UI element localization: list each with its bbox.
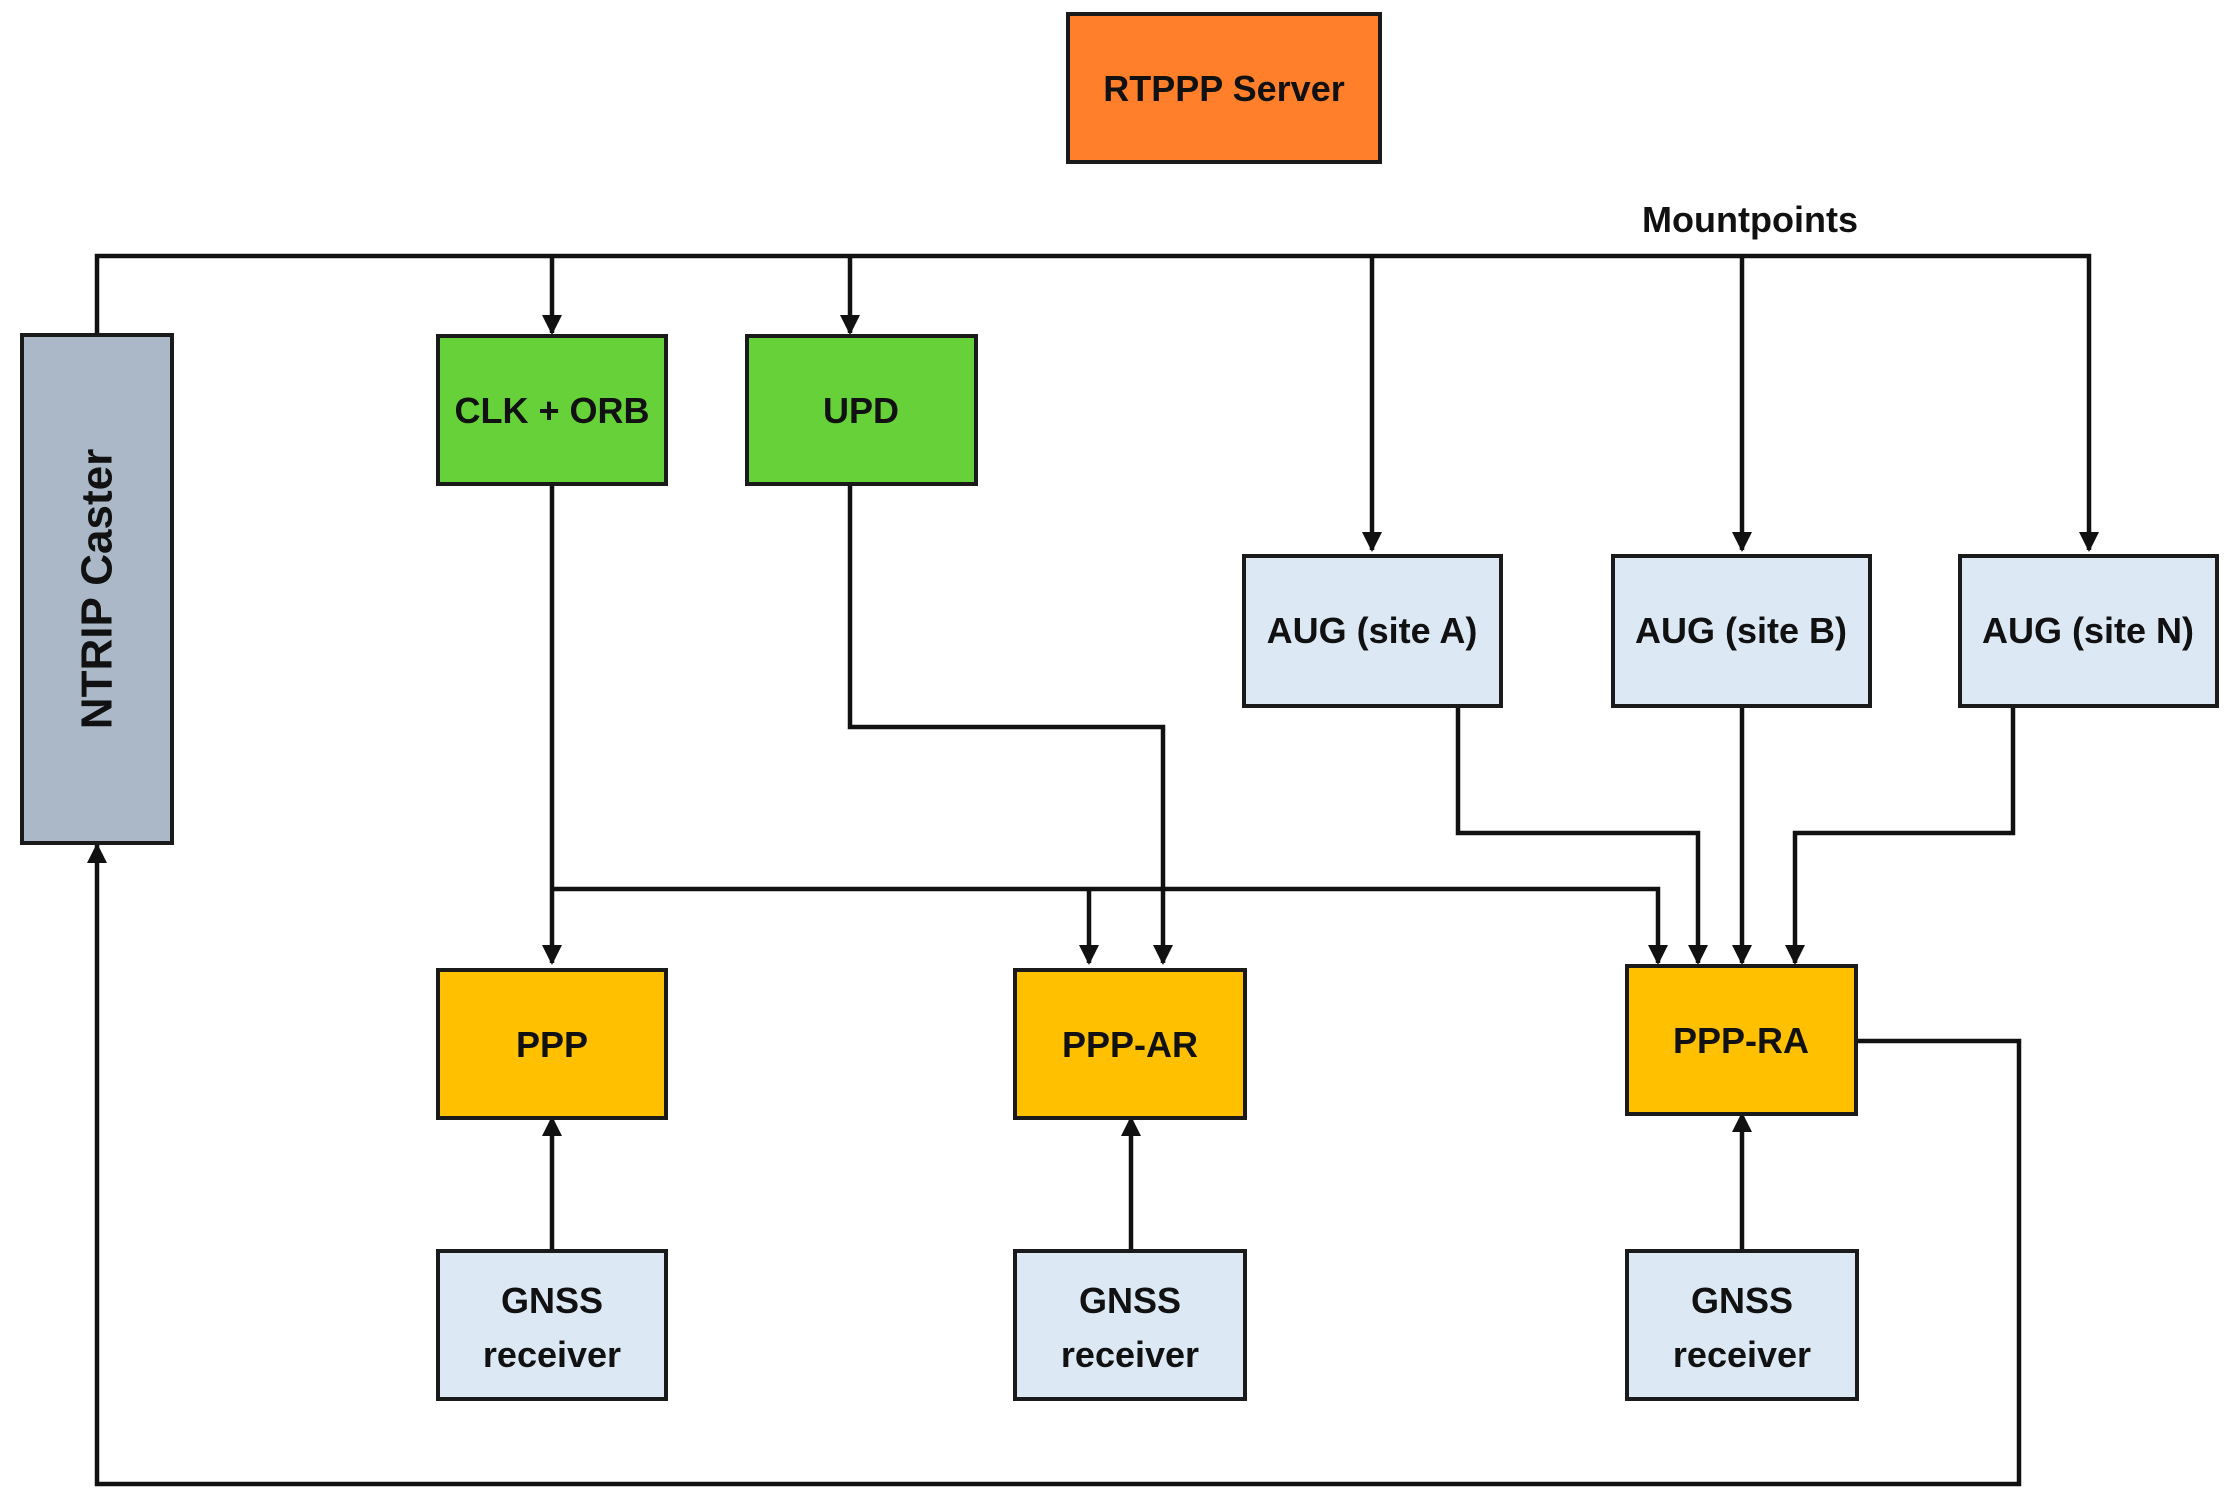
gnss-receiver-1-label-line2: receiver [483,1334,621,1375]
connector-clk-orb-bus [552,886,1669,966]
connector-caster-bus [94,253,2100,553]
upd-box [745,334,978,486]
connector-ppp-ra-to-caster [86,842,2022,1487]
aug-site-n-label: AUG (site N) [1982,610,2194,651]
ppp-ra-box [1625,964,1858,1116]
clk-orb-node: CLK + ORB [436,334,668,486]
gnss-receiver-1-node: GNSS receiver [436,1249,668,1401]
gnss-receiver-3-label-line2: receiver [1673,1334,1811,1375]
gnss-receiver-3-label-line1: GNSS [1691,1280,1793,1321]
aug-site-n-node: AUG (site N) [1958,554,2219,708]
clk-orb-box [436,334,668,486]
aug-site-b-node: AUG (site B) [1611,554,1872,708]
mountpoints-label: Mountpoints [1642,199,1858,240]
ppp-ra-label: PPP-RA [1673,1020,1809,1061]
connector-upd-to-ppp-ar [847,485,1174,966]
gnss-receiver-3-node: GNSS receiver [1625,1249,1859,1401]
ppp-label: PPP [516,1024,588,1065]
ntrip-caster-node: NTRIP Caster [20,333,174,845]
rtppp-server-label: RTPPP Server [1103,68,1344,109]
upd-label: UPD [823,390,899,431]
rtppp-server-box [1066,12,1382,164]
connector-aug-n-to-ppp-ra [1784,707,2016,966]
nodes: RTPPP Server NTRIP Caster CLK + ORB UPD … [20,12,2219,1401]
clk-orb-label: CLK + ORB [454,390,649,431]
aug-site-n-box [1958,554,2219,708]
ppp-ra-node: PPP-RA [1625,964,1858,1116]
ppp-box [436,968,668,1120]
gnss-receiver-2-label-line2: receiver [1061,1334,1199,1375]
gnss-receiver-3-box [1625,1249,1859,1401]
gnss-receiver-2-box [1013,1249,1247,1401]
gnss-receiver-2-label-line1: GNSS [1079,1280,1181,1321]
rtppp-server-node: RTPPP Server [1066,12,1382,164]
gnss-receiver-2-node: GNSS receiver [1013,1249,1247,1401]
ppp-ar-label: PPP-AR [1062,1024,1198,1065]
aug-site-a-box [1242,554,1503,708]
gnss-receiver-1-box [436,1249,668,1401]
ppp-node: PPP [436,968,668,1120]
aug-site-b-label: AUG (site B) [1635,610,1847,651]
connectors [86,253,2100,1487]
ntrip-caster-label: NTRIP Caster [73,449,122,729]
aug-site-a-node: AUG (site A) [1242,554,1503,708]
ppp-ar-node: PPP-AR [1013,968,1247,1120]
aug-site-a-label: AUG (site A) [1267,610,1478,651]
connector-aug-a-to-ppp-ra [1455,707,1709,966]
upd-node: UPD [745,334,978,486]
ntrip-caster-box [20,333,174,845]
gnss-receiver-1-label-line1: GNSS [501,1280,603,1321]
ppp-ar-box [1013,968,1247,1120]
aug-site-b-box [1611,554,1872,708]
